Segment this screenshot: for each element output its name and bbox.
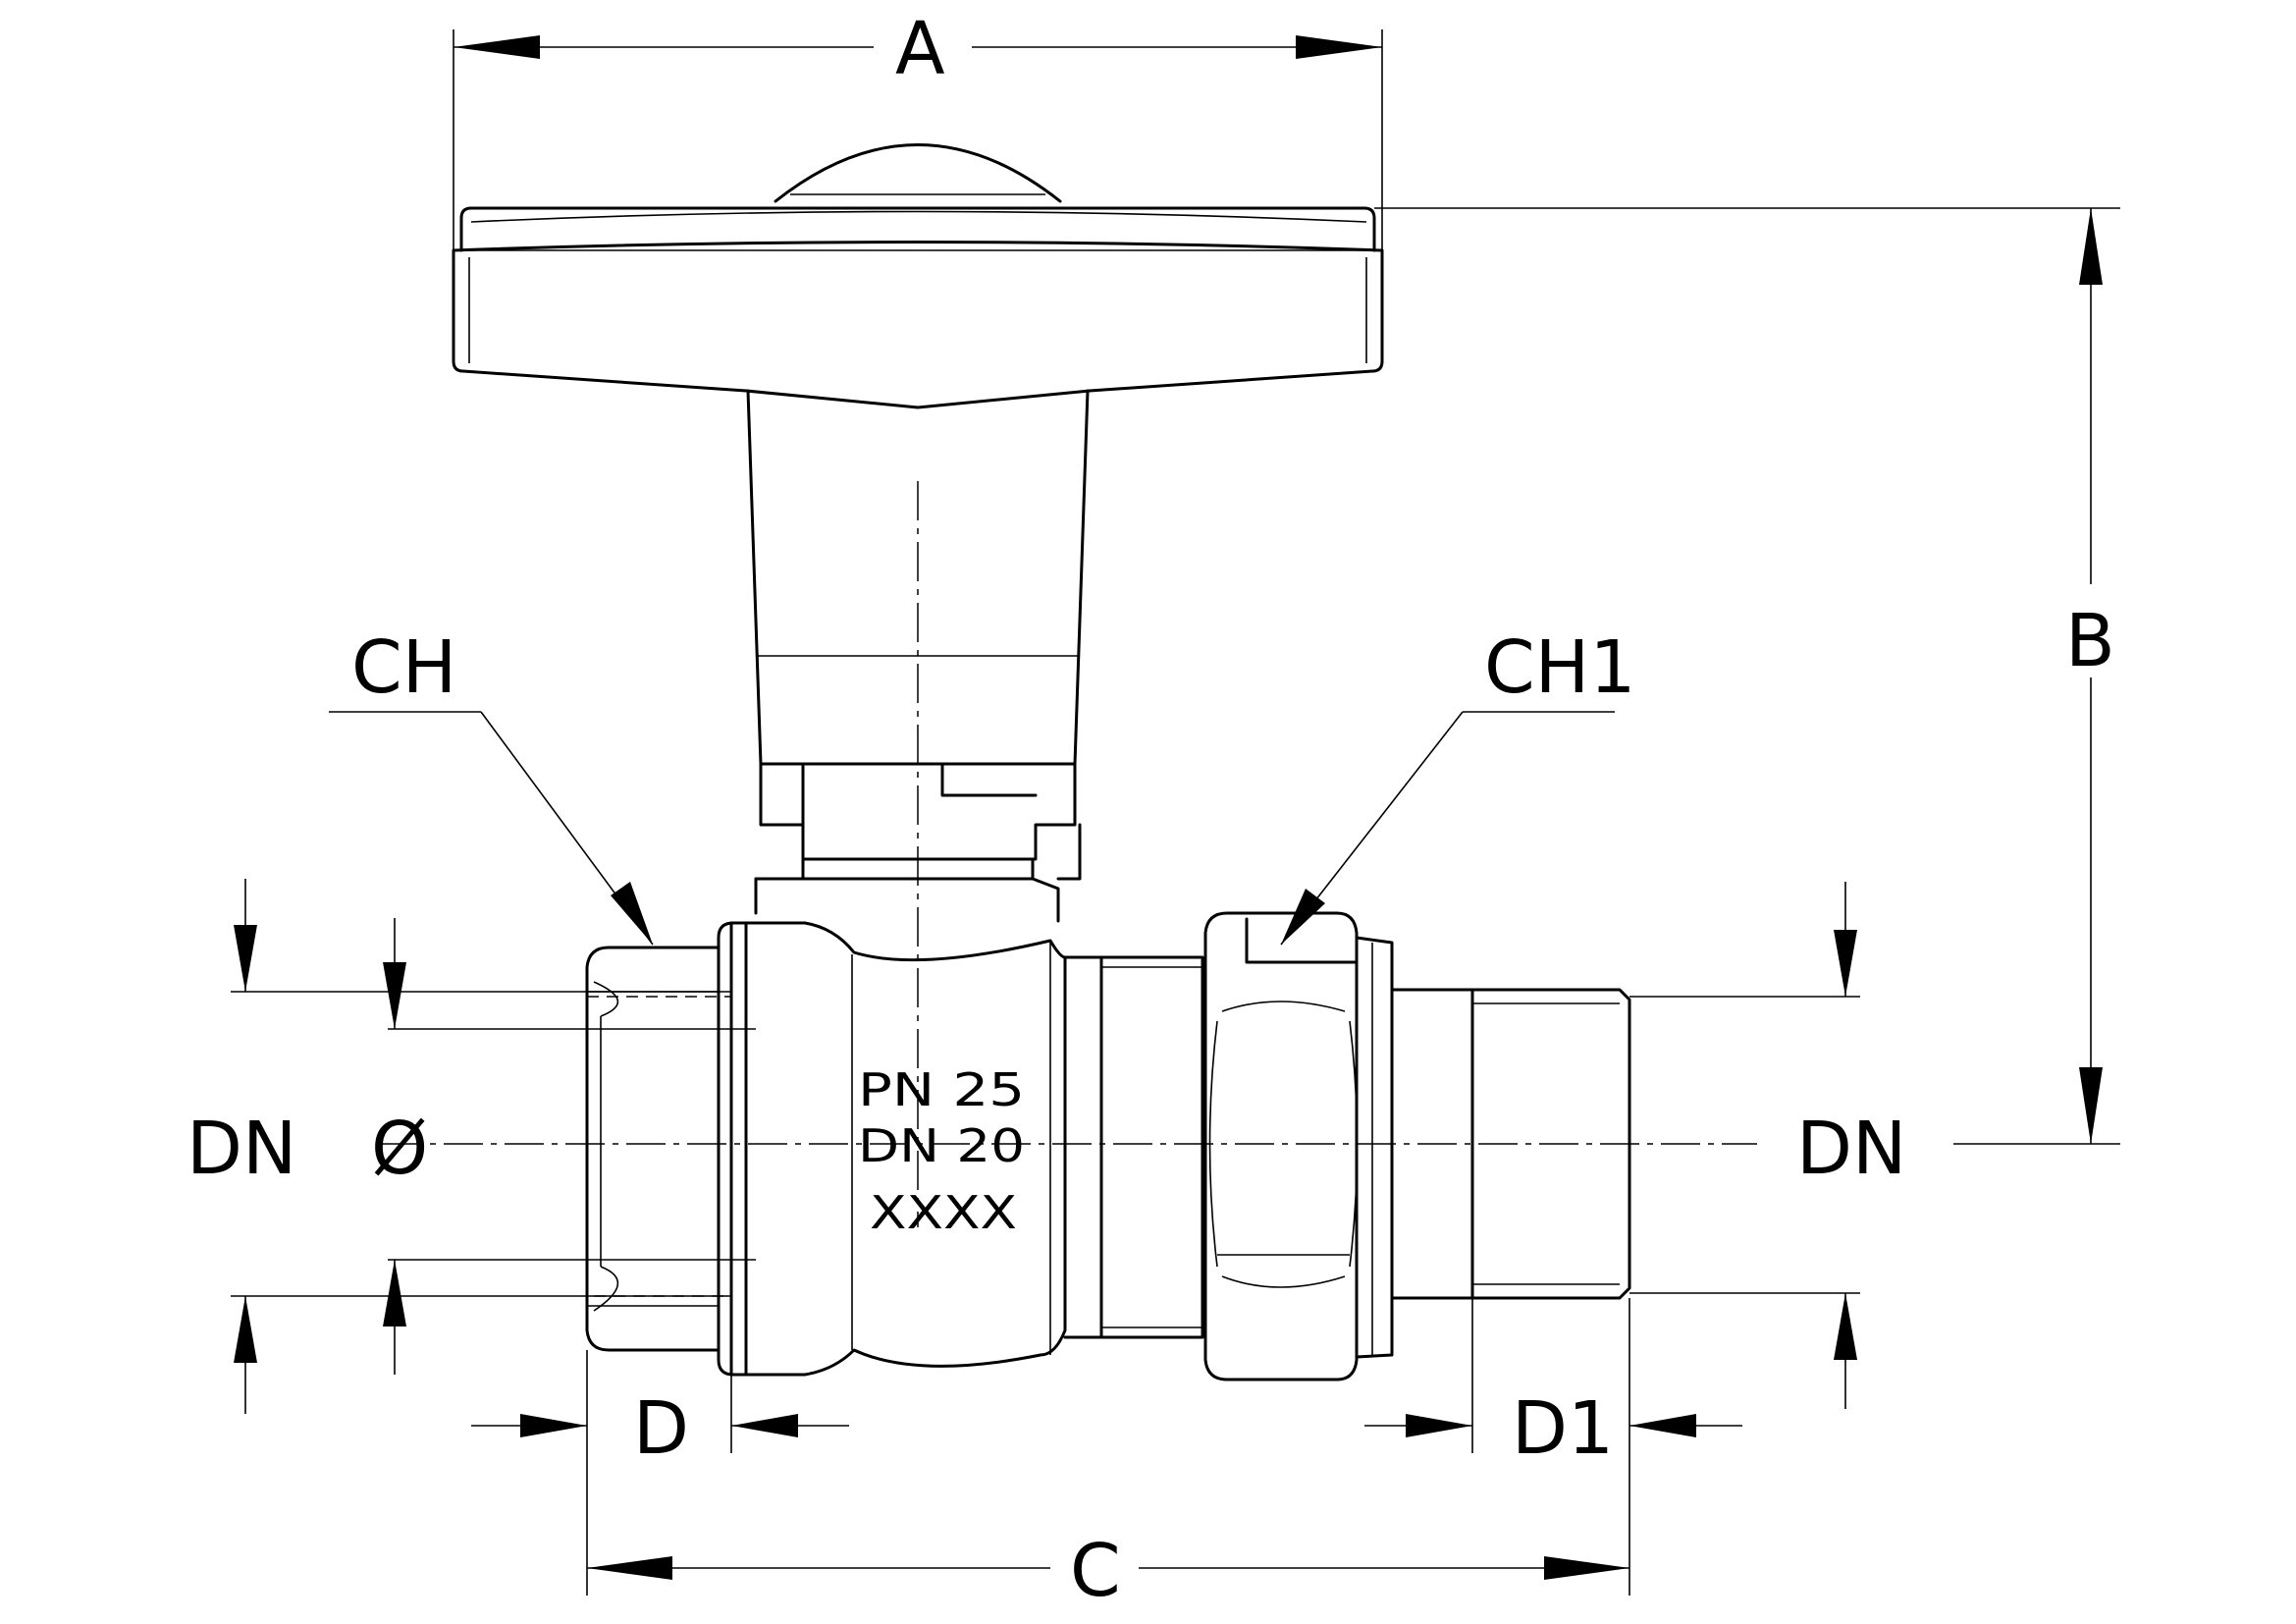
t-handle — [452, 143, 1384, 409]
stem-collar — [759, 762, 1077, 861]
dimension-label-a: A — [895, 7, 945, 91]
dimension-label-b: B — [2065, 599, 2115, 683]
union-nut-slot — [1245, 917, 1359, 964]
dimension-label-dn-left: DN — [187, 1107, 296, 1191]
dimension-label-c: C — [1070, 1529, 1121, 1613]
left-internal-thread-hidden — [587, 996, 732, 1297]
male-thread-tail — [1390, 988, 1631, 1300]
dimension-label-diameter: Ø — [371, 1107, 428, 1191]
body-marking-pn: PN 25 — [858, 1063, 1025, 1116]
dimension-diameter — [383, 918, 756, 1375]
handle-dome — [774, 143, 1062, 203]
leader-ch1 — [1280, 711, 1615, 946]
leader-ch — [329, 711, 654, 946]
body-marking-code: XXXX — [870, 1186, 1017, 1239]
right-male-thread-end — [1390, 988, 1631, 1300]
handle-top-rim — [459, 206, 1376, 252]
dimension-d1 — [1364, 1298, 1742, 1453]
right-union-ch1 — [1063, 911, 1394, 1381]
dimension-c — [586, 1298, 1630, 1596]
union-tail-sleeve — [1063, 955, 1103, 1339]
valve-stem — [746, 389, 1090, 923]
handle-bar — [452, 241, 1384, 409]
dimension-label-dn-right: DN — [1796, 1107, 1906, 1191]
body-marking-dn: DN 20 — [858, 1119, 1025, 1172]
dimension-a — [453, 29, 1383, 250]
union-hex-nut — [1203, 911, 1359, 1381]
valve-body — [717, 921, 1067, 1377]
stem-tapered-neck — [746, 389, 1090, 766]
dimension-label-d1: D1 — [1512, 1386, 1614, 1471]
left-hex-end-ch — [585, 946, 732, 1352]
stem-packing-nut — [801, 857, 1035, 881]
label-ch1: CH1 — [1484, 625, 1635, 710]
dimension-dn-right — [1629, 882, 1860, 1409]
dimension-label-d: D — [633, 1386, 689, 1471]
dimension-dn-left — [231, 879, 731, 1414]
dimension-b — [1374, 207, 2120, 1145]
dimension-d — [471, 1375, 849, 1453]
body-left-flange — [729, 921, 748, 1377]
body-shell — [717, 921, 1067, 1377]
left-hex-nut — [585, 946, 721, 1352]
label-ch: CH — [351, 625, 456, 710]
